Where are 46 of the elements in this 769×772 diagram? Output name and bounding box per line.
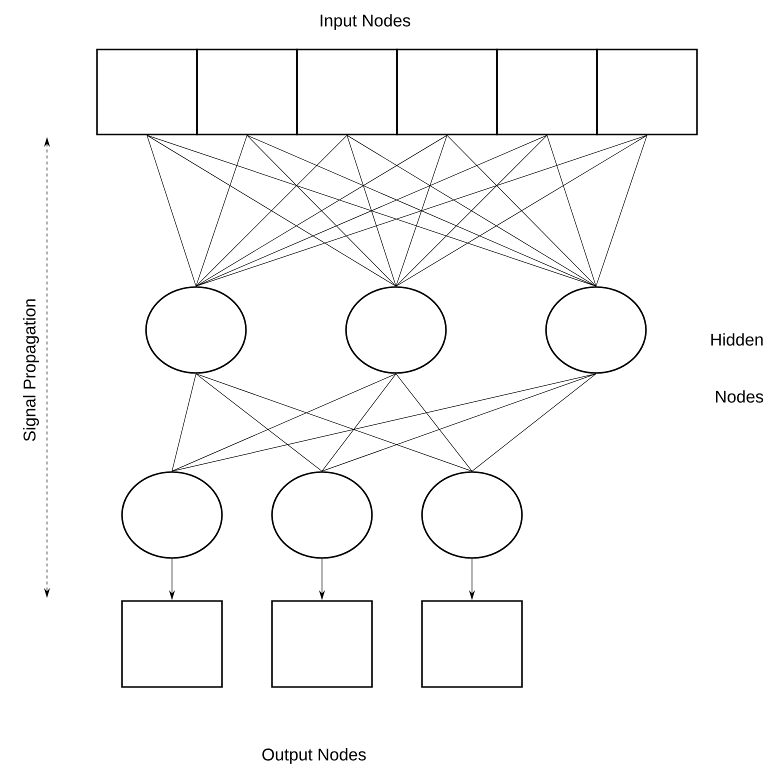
node-ellipse <box>345 286 447 374</box>
node-box <box>396 48 498 136</box>
node-ellipse <box>271 471 373 559</box>
node-box <box>271 600 373 688</box>
connector-line <box>246 135 396 286</box>
node-box <box>296 48 398 136</box>
connector-line <box>196 135 248 286</box>
connector-line <box>472 374 596 472</box>
node-box <box>96 48 198 136</box>
node-box <box>496 48 598 136</box>
heading: Input Nodes <box>320 14 410 30</box>
connector-line <box>396 135 548 286</box>
node-ellipse <box>545 286 647 374</box>
connector-line <box>446 135 596 286</box>
connector-line <box>396 374 472 472</box>
node-ellipse <box>145 286 247 374</box>
layer-label: Output Nodes <box>262 748 366 764</box>
node-box <box>121 600 223 688</box>
connector-line <box>322 374 596 472</box>
connector-line <box>146 135 396 286</box>
axis-label: Signal Propagation <box>23 299 39 442</box>
connector-line <box>196 135 648 286</box>
connector-line <box>546 135 596 286</box>
connector-line <box>172 374 596 472</box>
connector-line <box>396 135 448 286</box>
connector-line <box>146 135 596 286</box>
connector-line <box>596 135 648 286</box>
connector-line <box>246 135 596 286</box>
connector-line <box>172 374 396 472</box>
connector-line <box>172 374 196 472</box>
node-box <box>196 48 298 136</box>
connector-line <box>322 374 396 472</box>
connector-line <box>196 135 348 286</box>
connector-line <box>346 135 596 286</box>
connector-line <box>196 374 472 472</box>
connector-line <box>196 135 548 286</box>
layer-label: Hidden Nodes <box>711 333 764 403</box>
connector-line <box>196 135 448 286</box>
connector-line <box>346 135 396 286</box>
node-box <box>421 600 523 688</box>
connector-line <box>396 135 648 286</box>
node-ellipse <box>421 471 523 559</box>
node-ellipse <box>121 471 223 559</box>
connector-line <box>146 135 196 286</box>
connector-line <box>196 374 322 472</box>
node-box <box>596 48 698 136</box>
